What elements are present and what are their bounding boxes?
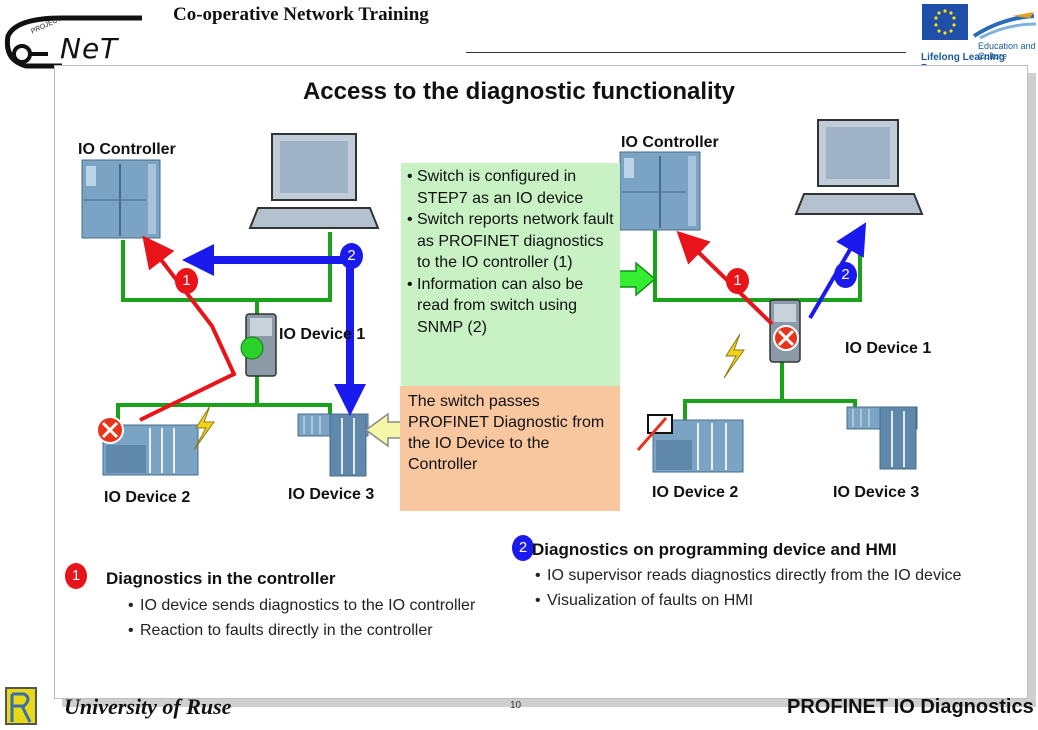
project-logo xyxy=(2,14,152,72)
left-io-device-2-label: IO Device 2 xyxy=(104,489,191,506)
info-box: Switch is configured in STEP7 as an IO d… xyxy=(401,163,620,401)
left-device2-icon xyxy=(96,416,199,476)
left-lightning-icon xyxy=(193,405,215,451)
left-marker-1: 1 xyxy=(175,268,198,294)
right-pc-icon xyxy=(794,119,924,215)
info-bullet: Switch is configured in STEP7 as an IO d… xyxy=(407,166,614,209)
legend-2-bullet: Visualization of faults on HMI xyxy=(535,590,965,611)
header-divider xyxy=(466,52,906,53)
left-device3-icon xyxy=(297,413,369,477)
legend-2-marker: 2 xyxy=(512,535,534,561)
slide-title: Access to the diagnostic functionality xyxy=(302,78,736,105)
right-plc-icon xyxy=(619,151,701,231)
footer-page-number: 10 xyxy=(510,700,522,711)
legend-1-bullet: Reaction to faults directly in the contr… xyxy=(128,620,508,641)
legend-2-list: IO supervisor reads diagnostics directly… xyxy=(535,565,965,615)
left-plc-icon xyxy=(81,159,161,239)
eu-line-1: Education and Culture xyxy=(978,41,1036,61)
right-switch-icon xyxy=(769,299,801,363)
right-io-device-3-label: IO Device 3 xyxy=(833,484,920,501)
legend-2-title: Diagnostics on programming device and HM… xyxy=(532,540,897,559)
right-lightning-icon xyxy=(723,333,745,379)
eu-flag-logo xyxy=(922,4,968,40)
left-pc-icon xyxy=(248,133,380,229)
right-marker-2: 2 xyxy=(834,262,857,288)
right-device3-icon xyxy=(846,406,918,470)
education-swoosh-logo xyxy=(972,10,1038,40)
legend-1-marker: 1 xyxy=(65,563,87,589)
info-bullet: Information can also be read from switch… xyxy=(407,274,614,339)
info-bullet: Switch reports network fault as PROFINET… xyxy=(407,209,614,274)
right-io-controller-label: IO Controller xyxy=(621,134,719,151)
left-marker-2: 2 xyxy=(340,243,363,269)
right-network-lines xyxy=(653,228,862,420)
footer-topic: PROFINET IO Diagnostics xyxy=(787,696,1034,718)
header-title: Co-operative Network Training xyxy=(173,4,429,25)
green-block-arrow xyxy=(613,261,657,297)
right-io-device-2-label: IO Device 2 xyxy=(652,484,739,501)
university-logo xyxy=(2,682,48,725)
note-text: The switch passes PROFINET Diagnostic fr… xyxy=(408,393,605,473)
note-box: The switch passes PROFINET Diagnostic fr… xyxy=(400,386,620,511)
right-marker-1: 1 xyxy=(726,268,749,294)
left-io-device-1-label: IO Device 1 xyxy=(279,326,366,343)
legend-1-title: Diagnostics in the controller xyxy=(106,569,336,588)
legend-1-list: IO device sends diagnostics to the IO co… xyxy=(128,595,508,645)
logo-net-text: NeT xyxy=(60,32,119,65)
right-io-device-1-label: IO Device 1 xyxy=(845,340,932,357)
left-io-device-3-label: IO Device 3 xyxy=(288,486,375,503)
left-switch-icon xyxy=(240,313,277,377)
footer-university: University of Ruse xyxy=(64,694,232,719)
legend-2-bullet: IO supervisor reads diagnostics directly… xyxy=(535,565,965,586)
right-device2-icon xyxy=(636,414,744,473)
legend-1-bullet: IO device sends diagnostics to the IO co… xyxy=(128,595,508,616)
left-io-controller-label: IO Controller xyxy=(78,141,176,158)
